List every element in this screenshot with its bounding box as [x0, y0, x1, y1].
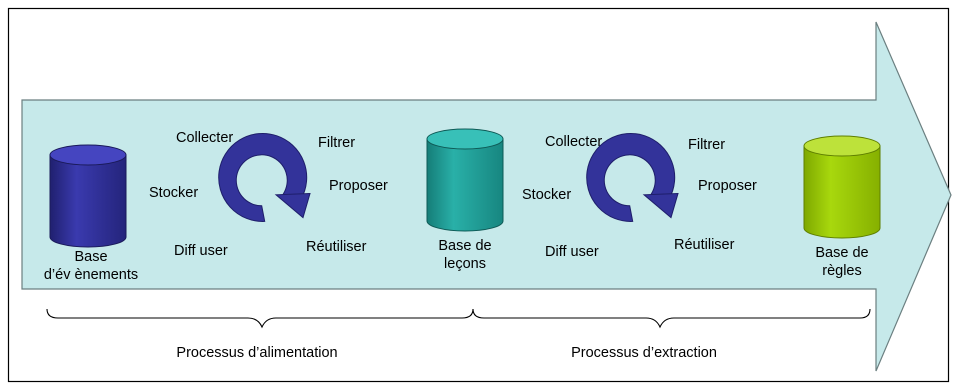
cycle-extraction-arrow-icon [586, 132, 679, 222]
cycle-feeding-propose-label: Proposer [329, 178, 388, 194]
cycle-extraction-store-label: Stocker [522, 187, 572, 203]
brace-feeding [46, 308, 474, 329]
cycle-feeding-store-label: Stocker [149, 185, 199, 201]
cycle-feeding-arrow-icon [218, 132, 311, 222]
database-events-label: Base d’év ènements [44, 248, 138, 284]
database-rules-label: Base de règles [815, 244, 868, 280]
database-events-label-line2: d’év ènements [43, 267, 139, 283]
database-lessons-label-line2: leçons [444, 256, 486, 272]
database-rules-label-line1: Base de [815, 245, 869, 261]
cycle-extraction-reuse-label: Réutiliser [674, 237, 735, 253]
cycle-feeding-collect-label: Collecter [176, 130, 234, 146]
database-lessons-label: Base de leçons [438, 237, 491, 273]
process-feeding-label: Processus d’alimentation [176, 345, 338, 361]
database-lessons-icon [426, 128, 504, 232]
database-lessons-label-line1: Base de [438, 238, 492, 254]
cycle-extraction-filter-label: Filtrer [688, 137, 726, 153]
database-events-label-line1: Base [74, 249, 108, 265]
cycle-extraction-share-label: Diff user [545, 244, 599, 260]
database-rules-icon [803, 135, 881, 239]
database-rules-label-line2: règles [822, 263, 862, 279]
cycle-extraction-collect-label: Collecter [545, 134, 603, 150]
cycle-feeding-reuse-label: Réutiliser [306, 239, 367, 255]
cycle-feeding-filter-label: Filtrer [318, 135, 356, 151]
cycle-extraction-propose-label: Proposer [698, 178, 757, 194]
brace-extraction [472, 308, 871, 329]
database-events-icon [49, 144, 127, 248]
process-extraction-label: Processus d’extraction [571, 345, 717, 361]
cycle-feeding-share-label: Diff user [174, 243, 228, 259]
